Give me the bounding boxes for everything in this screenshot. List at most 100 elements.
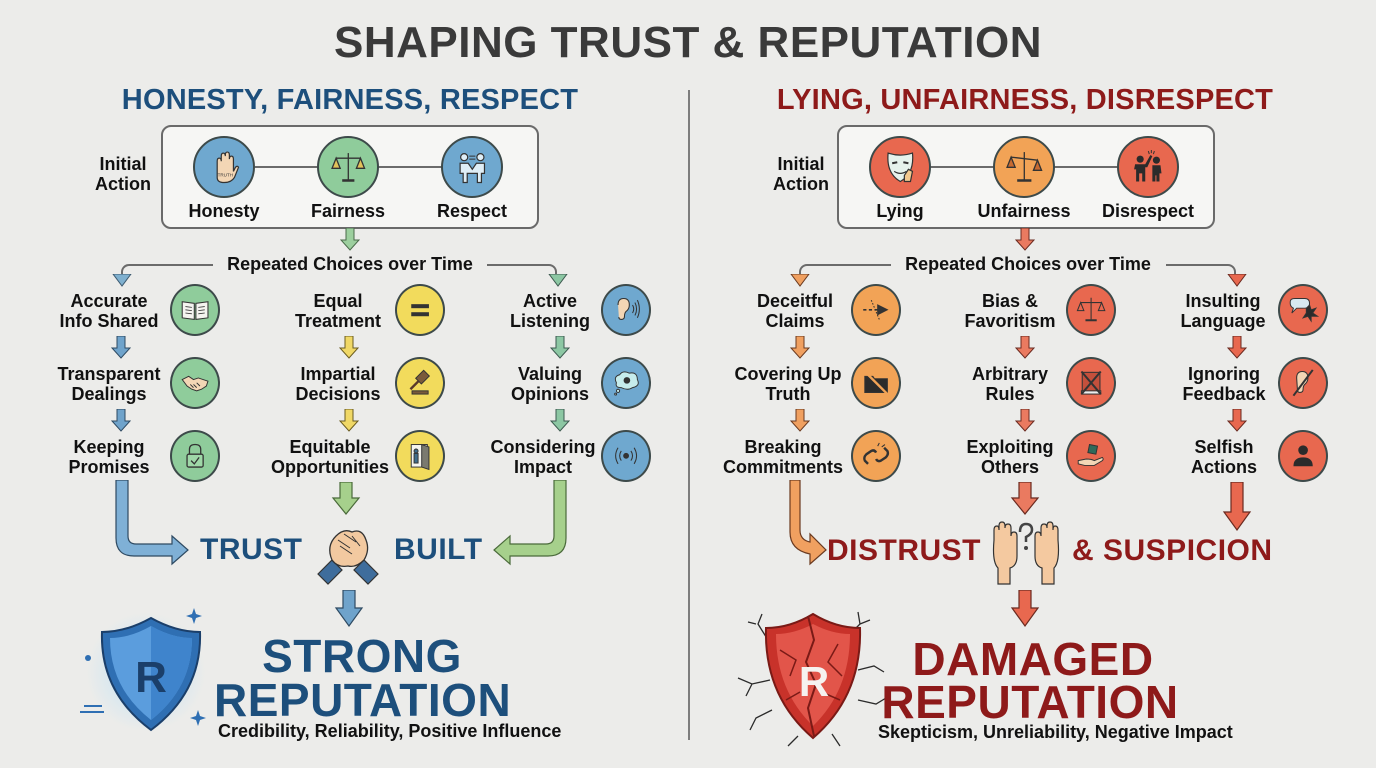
disrespect-icon <box>1117 136 1179 198</box>
negative-heading: LYING, UNFAIRNESS, DISRESPECT <box>776 84 1274 116</box>
clasped-hands-icon <box>317 530 379 585</box>
step-label: Exploiting Others <box>966 437 1054 477</box>
branch-line-left <box>121 264 213 274</box>
step-label: Keeping Promises <box>68 437 150 477</box>
down-arrow-icon <box>1015 409 1035 432</box>
down-arrow-icon <box>111 336 131 359</box>
curved-arrow-icon <box>789 480 827 566</box>
down-arrow-icon <box>1227 336 1247 359</box>
down-arrow-icon <box>1222 482 1252 532</box>
unfairness-label: Unfairness <box>977 201 1071 221</box>
honesty-icon: TRUTH <box>193 136 255 198</box>
down-arrow-icon <box>331 482 361 515</box>
branch-line-left <box>799 264 891 274</box>
equals-icon <box>395 284 445 336</box>
step-label: Covering Up Truth <box>734 364 842 404</box>
down-arrow-icon <box>550 409 570 432</box>
branch-line-right <box>1166 264 1236 274</box>
step-label: Considering Impact <box>490 437 596 477</box>
handshake-icon <box>170 357 220 409</box>
built-word: BUILT <box>394 533 483 566</box>
step-label: Ignoring Feedback <box>1182 364 1266 404</box>
repeated-choices-label: Repeated Choices over Time <box>227 254 473 274</box>
unbalanced-scale-icon <box>1066 284 1116 336</box>
broken-shield-icon: R <box>737 611 887 747</box>
svg-text:R: R <box>135 653 167 702</box>
step-label: Accurate Info Shared <box>59 291 159 331</box>
crossed-ear-icon <box>1278 357 1328 409</box>
reputation-subtitle: Credibility, Reliability, Positive Influ… <box>218 721 562 741</box>
trust-word: TRUST <box>200 533 303 566</box>
lying-icon <box>869 136 931 198</box>
step-label: Transparent Dealings <box>57 364 161 404</box>
down-arrow-icon <box>550 336 570 359</box>
svg-text:TRUTH: TRUTH <box>217 172 232 177</box>
svg-text:R: R <box>799 658 829 705</box>
down-arrow-icon <box>548 274 568 287</box>
down-arrow-icon <box>1015 336 1035 359</box>
deflected-arrow-icon <box>851 284 901 336</box>
down-arrow-icon <box>334 590 364 628</box>
sparkle-icon <box>186 608 206 726</box>
padlock-check-icon <box>170 430 220 482</box>
down-arrow-icon <box>339 336 359 359</box>
branch-line-right <box>487 264 557 274</box>
shield-icon: R <box>100 616 202 732</box>
down-arrow-icon <box>1227 274 1247 287</box>
step-label: Bias & Favoritism <box>964 291 1056 331</box>
down-arrow-icon <box>790 336 810 359</box>
down-arrow-icon <box>111 409 131 432</box>
damaged-word: DAMAGED <box>912 633 1154 685</box>
page-title: SHAPING TRUST & REPUTATION <box>333 18 1043 67</box>
step-label: Impartial Decisions <box>295 364 381 404</box>
step-label: Breaking Commitments <box>722 437 843 477</box>
step-label: Arbitrary Rules <box>971 364 1049 404</box>
gavel-icon <box>395 357 445 409</box>
fairness-label: Fairness <box>310 201 386 221</box>
down-arrow-icon <box>339 409 359 432</box>
bent-arrow-left-icon <box>115 480 189 566</box>
reputation-word: REPUTATION <box>214 674 512 726</box>
bent-arrow-right-icon <box>493 480 567 566</box>
down-arrow-icon <box>790 274 810 287</box>
disrespect-label: Disrespect <box>1101 201 1195 221</box>
motion-lines-icon <box>80 655 104 713</box>
down-arrow-icon <box>1015 228 1035 251</box>
hand-taking-icon <box>1066 430 1116 482</box>
initial-action-label: Initial Action <box>95 154 151 194</box>
ear-icon <box>601 284 651 336</box>
strong-word: STRONG <box>262 630 462 682</box>
step-label: Active Listening <box>510 291 590 331</box>
broken-chain-icon <box>851 430 901 482</box>
thought-bubble-gear-icon <box>601 357 651 409</box>
hidden-folder-icon <box>851 357 901 409</box>
lying-label: Lying <box>876 201 924 221</box>
positive-heading: HONESTY, FAIRNESS, RESPECT <box>121 84 579 116</box>
step-label: Selfish Actions <box>1190 437 1257 477</box>
person-icon <box>1278 430 1328 482</box>
respect-label: Respect <box>436 201 508 221</box>
reputation-subtitle: Skepticism, Unreliability, Negative Impa… <box>878 722 1233 742</box>
step-label: Equitable Opportunities <box>271 437 389 477</box>
down-arrow-icon <box>112 274 132 287</box>
suspicion-word: & SUSPICION <box>1072 534 1273 567</box>
down-arrow-icon <box>1227 409 1247 432</box>
fairness-icon <box>317 136 379 198</box>
questioning-hands-icon <box>992 521 1060 585</box>
honesty-label: Honesty <box>188 201 260 221</box>
unfairness-icon <box>993 136 1055 198</box>
repeated-choices-label: Repeated Choices over Time <box>905 254 1151 274</box>
distrust-word: DISTRUST <box>827 534 981 567</box>
open-book-icon <box>170 284 220 336</box>
broadcast-waves-icon <box>601 430 651 482</box>
step-label: Insulting Language <box>1180 291 1266 331</box>
reputation-word: REPUTATION <box>881 676 1179 728</box>
down-arrow-icon <box>1010 482 1040 515</box>
down-arrow-icon <box>340 228 360 251</box>
open-door-icon <box>395 430 445 482</box>
step-label: Equal Treatment <box>294 291 382 331</box>
down-arrow-icon <box>1010 590 1040 628</box>
crossed-rulebook-icon <box>1066 357 1116 409</box>
respect-icon <box>441 136 503 198</box>
angry-speech-icon <box>1278 284 1328 336</box>
